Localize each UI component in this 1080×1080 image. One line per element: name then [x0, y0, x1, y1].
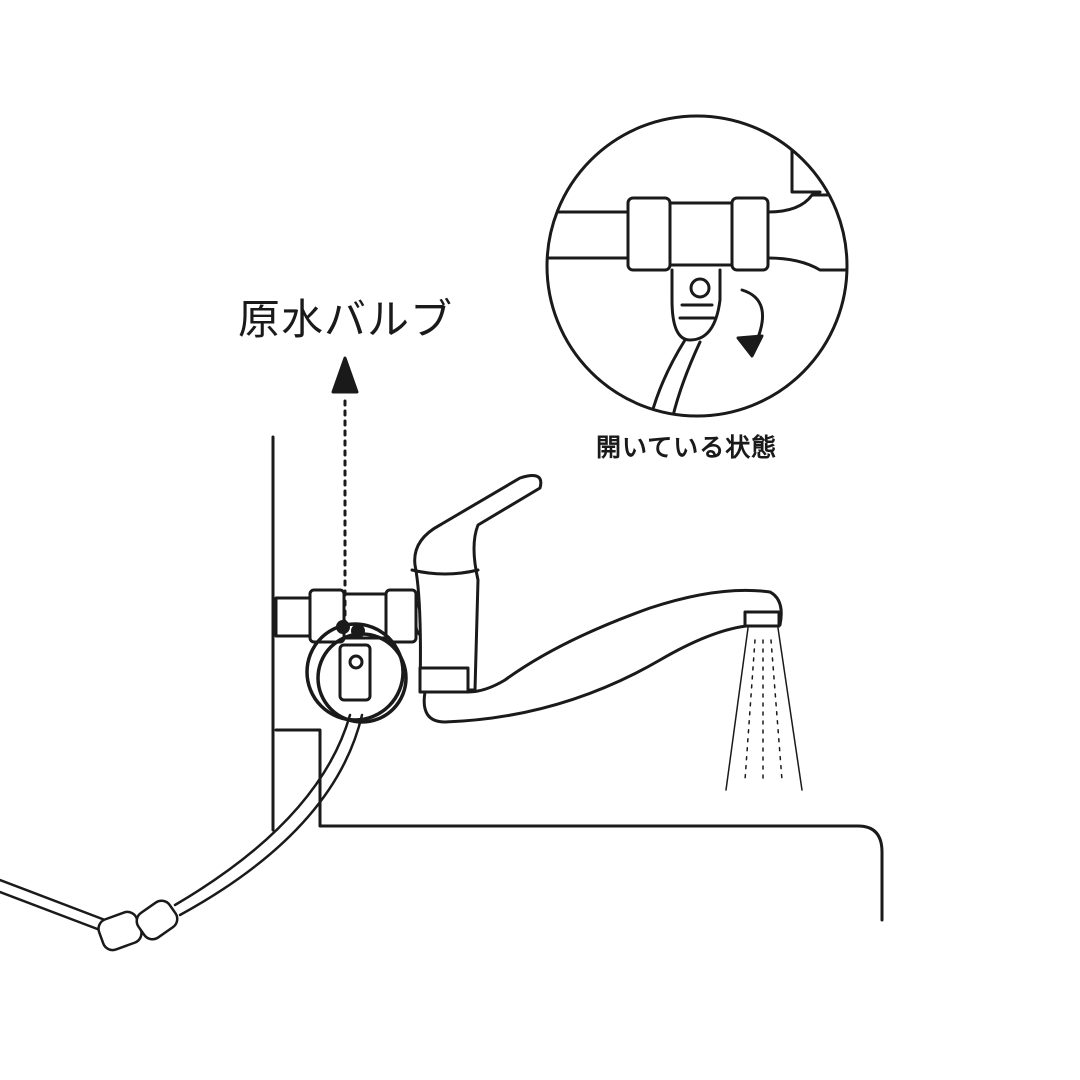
open-state-label: 開いている状態 — [596, 433, 778, 462]
water-spray — [725, 627, 803, 791]
faucet — [410, 474, 783, 724]
wall-counter — [271, 435, 884, 922]
marker-dot — [336, 620, 350, 634]
marker-dot — [351, 624, 365, 638]
dotted-arrow — [331, 356, 359, 627]
hose — [0, 713, 364, 952]
inset-detail — [545, 114, 849, 418]
raw-water-valve-label: 原水バルブ — [238, 295, 454, 344]
